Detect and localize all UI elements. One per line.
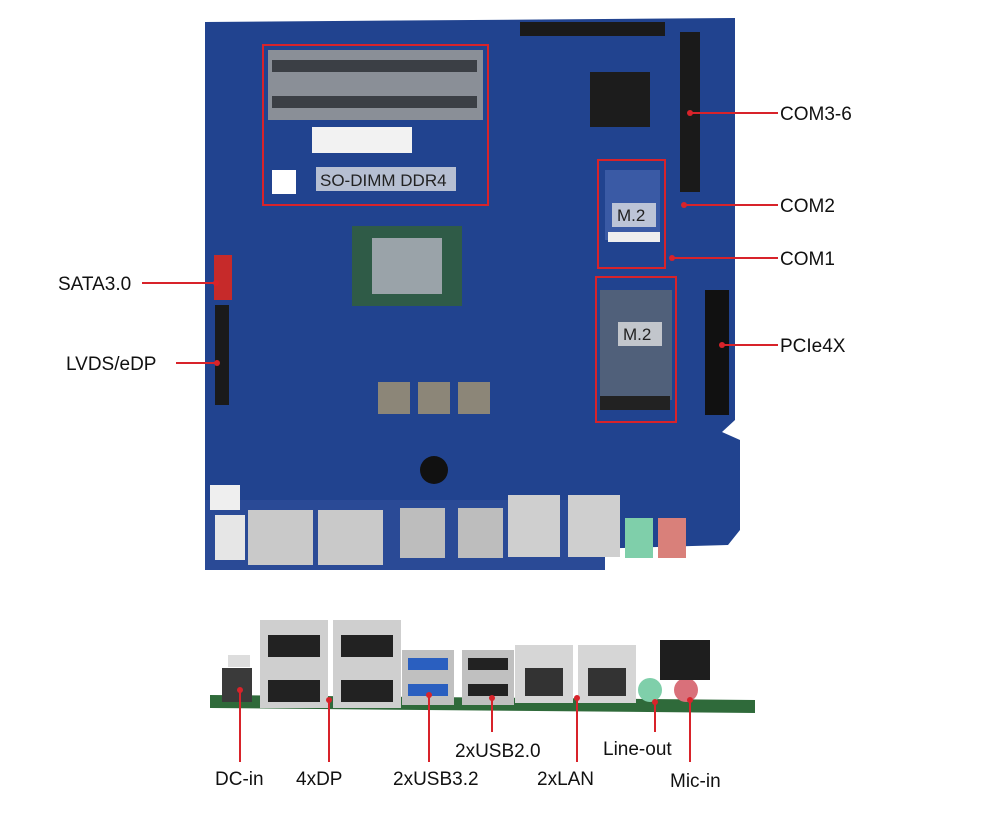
sodimm-label: SO-DIMM DDR4 — [320, 171, 447, 190]
m2-bottom-highlight-box — [595, 276, 677, 423]
mic-in-callout: Mic-in — [670, 771, 721, 792]
dp-callout: 4xDP — [296, 769, 342, 790]
m2-top-label: M.2 — [617, 206, 645, 225]
sodimm-highlight-box — [262, 44, 489, 206]
com36-callout: COM3-6 — [780, 104, 852, 125]
lvds-callout: LVDS/eDP — [66, 354, 156, 375]
lan-callout: 2xLAN — [537, 769, 594, 790]
pcie-slot — [705, 290, 729, 415]
board-top-view — [205, 18, 740, 570]
sata-callout: SATA3.0 — [58, 274, 131, 295]
dc-in-callout: DC-in — [215, 769, 264, 790]
board-io-view — [210, 620, 755, 713]
m2-top-highlight-box — [597, 159, 666, 269]
com1-callout: COM1 — [780, 249, 835, 270]
sata-port — [214, 255, 232, 300]
usb20-callout: 2xUSB2.0 — [455, 741, 541, 762]
com2-callout: COM2 — [780, 196, 835, 217]
pcie-callout: PCIe4X — [780, 336, 846, 357]
line-out-callout: Line-out — [603, 739, 672, 760]
m2-bottom-label: M.2 — [623, 325, 651, 344]
usb32-callout: 2xUSB3.2 — [393, 769, 479, 790]
